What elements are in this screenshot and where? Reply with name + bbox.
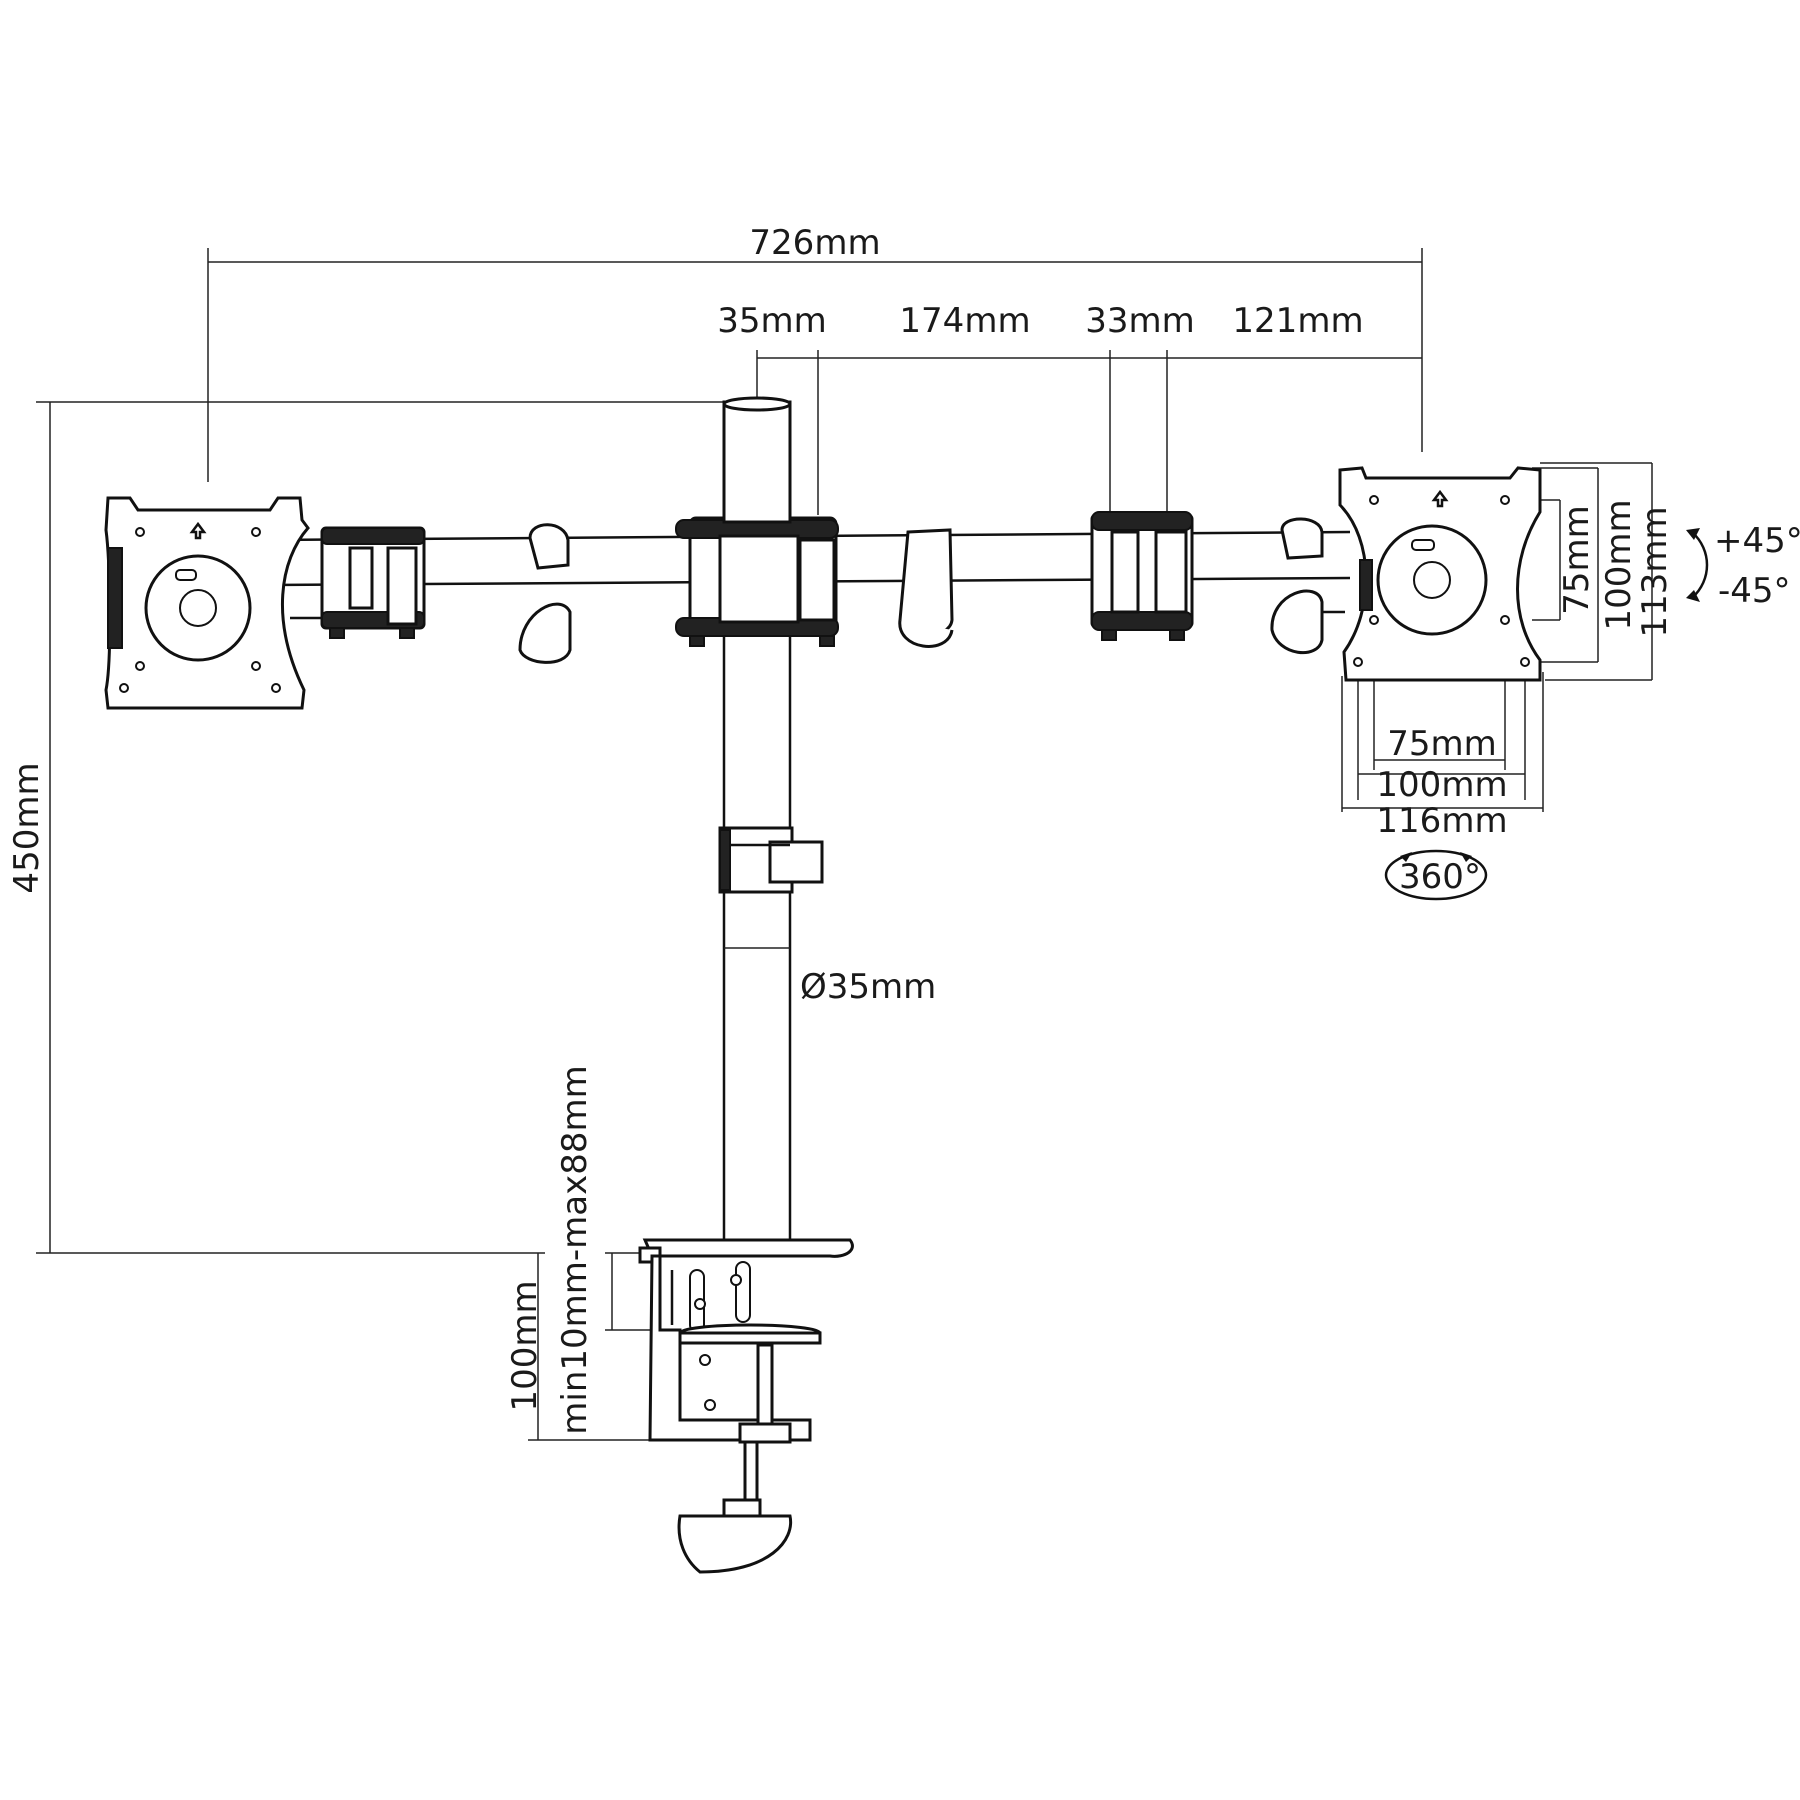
dimension-lines — [36, 248, 1653, 1441]
vesa-small-vertical-label: 75mm — [1557, 505, 1597, 615]
cable-clip-left — [518, 523, 572, 664]
pole — [722, 396, 792, 1240]
vesa-small-horizontal-label: 75mm — [1387, 724, 1497, 764]
vesa-large-vertical-label: 100mm — [1599, 499, 1639, 630]
right-arm-joint — [1090, 511, 1194, 641]
pole-segment-label: 35mm — [717, 301, 827, 341]
tilt-arrow-icon — [1686, 528, 1709, 602]
left-arm-joint — [320, 526, 426, 639]
desk-clamp — [638, 1238, 854, 1574]
vesa-large-horizontal-label: 100mm — [1376, 765, 1507, 805]
rotation-label: 360° — [1399, 857, 1481, 897]
pole-cable-clip — [718, 826, 824, 894]
rotation-arrow-icon — [1384, 849, 1488, 901]
clamp-range-label: min10mm-max88mm — [555, 1065, 595, 1434]
clamp-height-label: 100mm — [505, 1280, 545, 1411]
pole-diameter-label: Ø35mm — [800, 967, 936, 1007]
cable-clip-right — [1270, 517, 1324, 655]
overall-width-label: 726mm — [749, 223, 880, 263]
plate-width-label: 116mm — [1376, 801, 1507, 841]
arm-segment-label: 174mm — [899, 301, 1030, 341]
tilt-up-label: +45° — [1714, 521, 1800, 561]
central-hub — [675, 516, 839, 647]
plate-height-label: 113mm — [1635, 506, 1675, 637]
joint-segment-label: 33mm — [1085, 301, 1195, 341]
right-vesa-plate — [1338, 466, 1542, 682]
tilt-down-label: -45° — [1718, 571, 1791, 611]
height-label: 450mm — [7, 762, 47, 893]
end-segment-label: 121mm — [1232, 301, 1363, 341]
cable-clip-center — [898, 528, 954, 648]
left-vesa-plate — [104, 496, 310, 710]
